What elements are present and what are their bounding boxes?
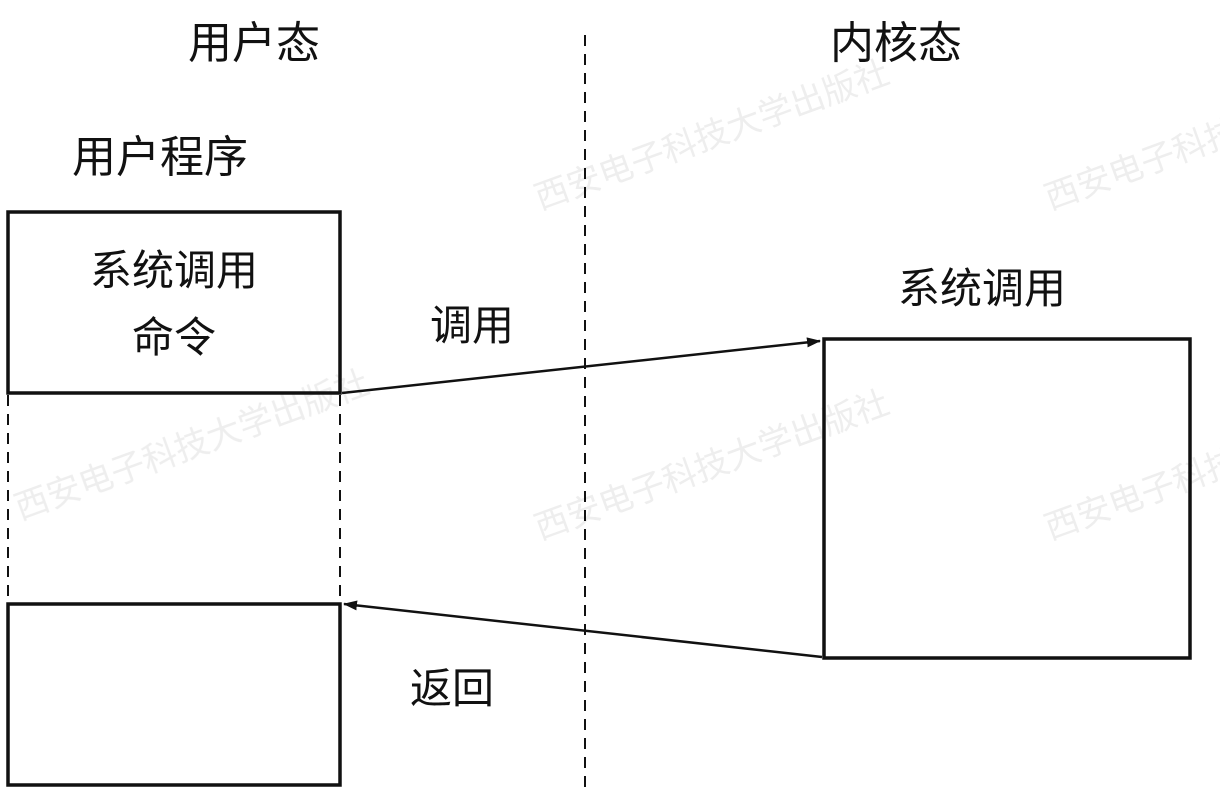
return-arrow <box>343 600 823 659</box>
user-mode-label: 用户态 <box>188 18 320 69</box>
watermark-text: 西安电子科技大学出版社 <box>9 363 374 529</box>
call-arrow <box>341 337 821 395</box>
kernel-syscall-label: 系统调用 <box>898 264 1066 313</box>
syscall-instruction-box <box>6 210 342 395</box>
return-point-box <box>6 602 342 787</box>
kernel-mode-label: 内核态 <box>830 18 962 69</box>
syscall-instruction-line1: 系统调用 <box>90 246 258 295</box>
watermark-text: 西安电子科技大学出版社 <box>1039 53 1220 219</box>
syscall-instruction-line2: 命令 <box>132 313 216 362</box>
watermark-text: 西安电子科技大学出版社 <box>1039 383 1220 549</box>
kernel-syscall-box <box>822 337 1192 660</box>
call-label: 调用 <box>430 301 514 350</box>
user-program-label: 用户程序 <box>72 132 248 183</box>
return-label: 返回 <box>410 664 494 713</box>
watermark-text: 西安电子科技大学出版社 <box>529 383 894 549</box>
